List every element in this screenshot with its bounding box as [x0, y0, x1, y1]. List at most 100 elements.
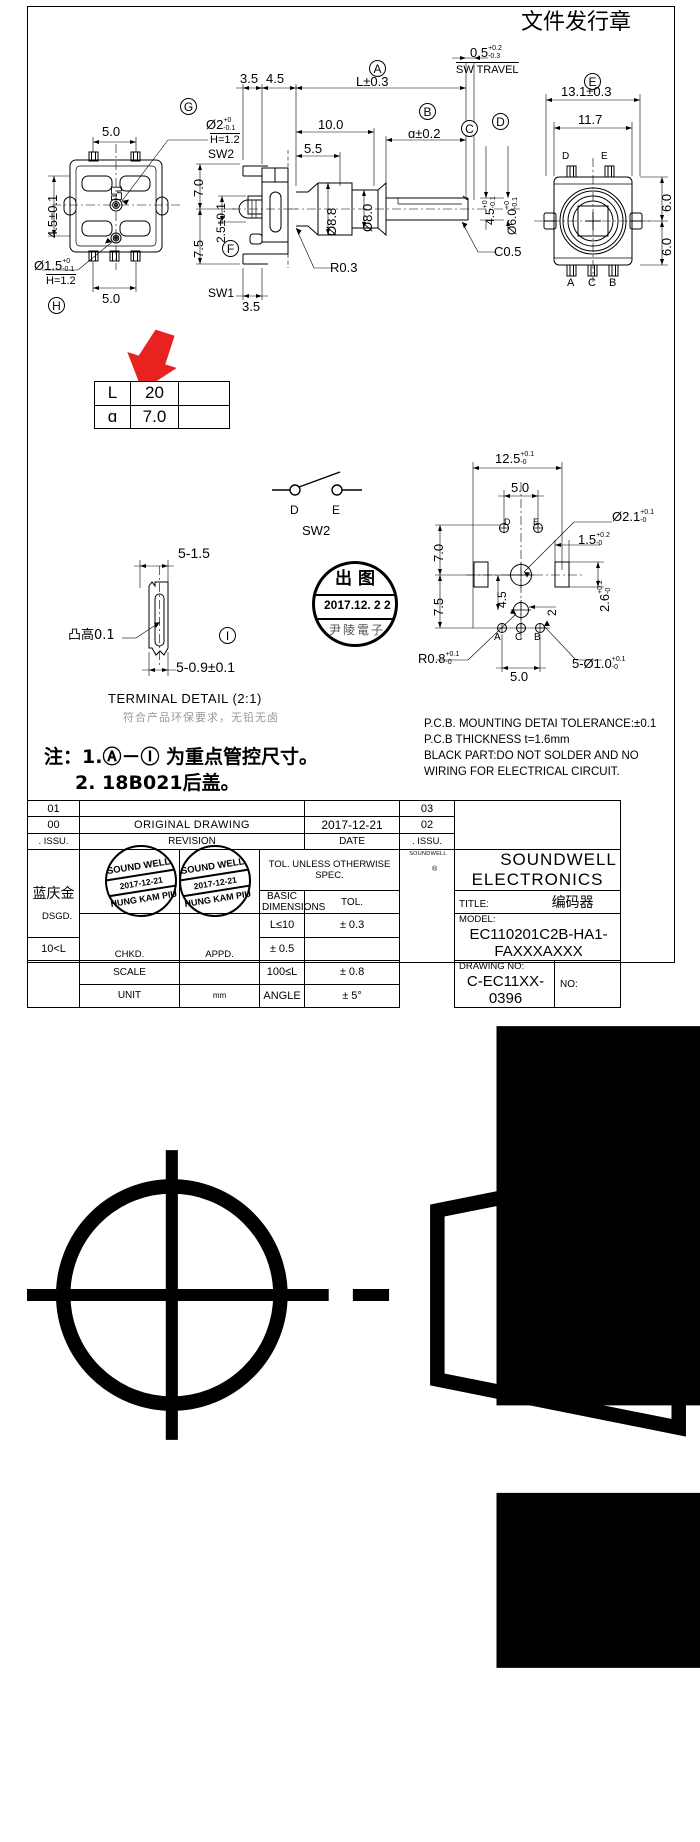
title-label: TITLE: [459, 899, 490, 910]
tol-col2-header: TOL. [304, 890, 401, 914]
pcb-dim-big-hole: Ø2.1+0.1-0 [612, 508, 654, 526]
l-alpha-sym-alpha: ɑ [94, 404, 131, 429]
release-stamp-company: 尹陵電子 [329, 623, 386, 637]
view-f-dimensions [196, 163, 268, 300]
dim-main-radius: R0.3 [330, 260, 358, 275]
dim-e-6-0-upper: 6.0 [659, 193, 674, 212]
dim-main-dia-8-8: Ø8.8 [324, 207, 339, 236]
dim-g-5-0-bottom: 5.0 [102, 291, 121, 306]
tol-row-1: CHKD. APPD. L≤10 ± 0.3 MODEL: EC110201C2… [28, 913, 676, 961]
balloon-h: H [48, 297, 65, 314]
pcb-dim-corner-r: R0.8+0.1-0 [418, 650, 459, 668]
main-view-dimensions [236, 56, 510, 269]
view-e-dimensions [545, 94, 668, 266]
terminal-detail-title: TERMINAL DETAIL (2:1) [108, 691, 262, 706]
dim-main-alpha: ɑ±0.2 [408, 126, 441, 141]
registered-mark: ® [432, 866, 438, 873]
dim-d-dia-6-0: Ø6.0+0-0.1 [503, 197, 521, 235]
dim-g-4-5: 4.5±0.1 [45, 194, 60, 238]
terminal-dim-top: 5-1.5 [178, 545, 210, 561]
dim-d-tolerance: +0-0.1 [504, 196, 519, 209]
callout-g-dia: Ø2+0-0.1 [206, 116, 235, 134]
balloon-i: I [219, 627, 236, 644]
pcb-dim-slot-h: 2.6+0.2-0 [596, 580, 614, 612]
pin-label-e-c: C [588, 277, 596, 289]
dim-c-4-5: 4.5+0-0.1 [481, 196, 499, 225]
dim-g-5-0-top: 5.0 [102, 124, 121, 139]
note-en-3: BLACK PART:DO NOT SOLDER AND NO [424, 750, 639, 762]
pcb-dim-mid-b: 2 [545, 609, 559, 616]
label-sw2: SW2 [208, 147, 235, 161]
brand-mark-text: SOUNDWELL [409, 851, 447, 857]
pcb-dim-pitch-bottom: 5.0 [510, 669, 529, 684]
balloon-d: D [492, 113, 509, 130]
tol-header-cell: TOL. UNLESS OTHERWISE SPEC. [258, 849, 401, 891]
callout-g-height: H=1.2 [210, 133, 240, 146]
l-alpha-extra-L [178, 381, 230, 406]
balloon-b: B [419, 103, 436, 120]
pcb-dim-height-upper: 7.0 [431, 543, 446, 562]
dim-main-chamfer: C0.5 [494, 244, 522, 259]
callout-g-tolerance: +0-0.1 [223, 117, 236, 132]
label-sw-travel: SW TRAVEL [456, 62, 519, 76]
l-alpha-extra-alpha [178, 404, 230, 429]
chkd-label: CHKD. [114, 949, 145, 960]
dim-d-value: Ø6.0 [505, 208, 519, 235]
pin-label-e-b: B [609, 277, 617, 289]
pcb-slot-w-value: 1.5 [578, 532, 597, 547]
dsgd-label: DSGD. [42, 911, 73, 922]
note-en-2: P.C.B THICKNESS t=1.6mm [424, 734, 570, 746]
view-g-dimensions [42, 137, 208, 292]
pcb-pin-label-e: E [533, 517, 540, 527]
tol-value-3: ± 0.8 [304, 960, 401, 985]
title-block: 01 03 00 ORIGINAL DRAWING 2017-12-21 02 … [27, 800, 700, 1668]
drawing-geometry [42, 56, 668, 676]
callout-g-dia-value: Ø2 [206, 117, 224, 132]
dim-main-5-5: 5.5 [304, 141, 323, 156]
pcb-dim-slot-w: 1.5+0.2-0 [578, 531, 610, 549]
dim-main-10-0: 10.0 [318, 117, 344, 132]
scale-label: SCALE [79, 960, 180, 985]
pcb-slot-h-value: 2.6 [597, 593, 612, 612]
model-value: EC110201C2B-HA1-FAXXXAXXX [469, 926, 608, 960]
dim-f-3-5: 3.5 [242, 299, 261, 314]
no-label: NO: [560, 978, 578, 990]
pin-label-e-d: D [562, 151, 570, 162]
l-alpha-val-alpha: 7.0 [130, 404, 179, 429]
tol-value-2: ± 0.5 [258, 936, 306, 961]
company-cell: SOUNDWELL ELECTRONICS [454, 849, 622, 891]
dim-e-13-1: 13.1±0.3 [561, 84, 612, 99]
label-sw1: SW1 [208, 286, 235, 300]
terminal-detail-geometry [122, 560, 176, 676]
note-cn-2: 2. 18B021后盖。 [75, 772, 240, 794]
tol-range-1: L≤10 [258, 913, 306, 938]
sw2-terminal-d: D [290, 503, 299, 517]
pcb-slot-w-tolerance: +0.2-0 [596, 532, 610, 547]
dim-f-7-0: 7.0 [191, 178, 206, 197]
soundwell-logo: SOUNDWELL [409, 851, 700, 1668]
tol-range-2: 10<L [27, 936, 80, 961]
dim-main-4-5: 4.5 [266, 71, 285, 86]
dim-sw-travel-value: 0.5+0.2-0.3 [470, 44, 502, 62]
pcb-pin-label-d: D [504, 517, 511, 527]
main-shaft-view [290, 62, 520, 237]
title-value: 编码器 [551, 895, 594, 911]
pcb-dim-height-lower: 7.5 [431, 597, 446, 616]
signer-name: 蓝庆金 [32, 886, 75, 903]
balloon-a: A [369, 60, 386, 77]
terminal-dim-bottom: 5-0.9±0.1 [176, 659, 236, 675]
red-pointer-arrow [127, 329, 177, 391]
dim-c-tolerance: +0-0.1 [482, 196, 497, 209]
release-stamp-title: 出图 [335, 569, 381, 589]
balloon-g: G [180, 98, 197, 115]
pcb-pin-label-a: A [494, 632, 501, 643]
pcb-pin-holes-value: 5-Ø1.0 [572, 656, 612, 671]
pcb-width-tolerance: +0.1-0 [520, 451, 535, 466]
tol-row-2: 10<L ± 0.5 [27, 936, 676, 961]
callout-h-tolerance: +0-0.1 [62, 258, 75, 273]
rev-row-00: 00 ORIGINAL DRAWING 2017-12-21 02 [27, 816, 676, 834]
dim-f-7-5: 7.5 [191, 239, 206, 258]
pcb-pin-label-c: C [515, 632, 523, 643]
balloon-c: C [461, 120, 478, 137]
dim-f-2-5: 2.5±0.1 [214, 203, 228, 243]
